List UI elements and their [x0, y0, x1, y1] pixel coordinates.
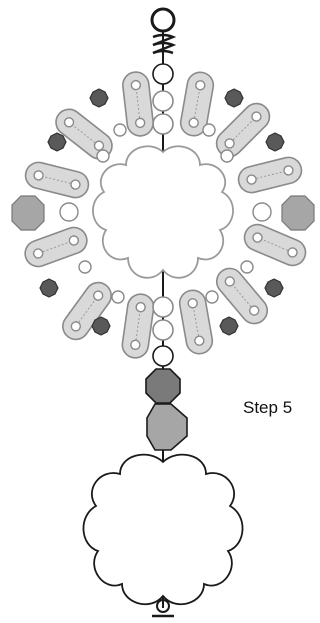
step-label: Step 5	[243, 398, 293, 417]
round-bead	[152, 90, 174, 112]
bottom-loop-icon	[156, 599, 170, 613]
bar-link	[235, 153, 305, 197]
pendant-octagon-small	[145, 368, 181, 404]
inner-seed-beads	[59, 123, 272, 304]
bar-link	[120, 69, 156, 139]
bar-link	[56, 276, 118, 346]
round-bead	[152, 319, 174, 341]
bar-link	[22, 158, 92, 202]
bar-link	[119, 291, 157, 361]
light-octagon-bead-right	[281, 195, 315, 231]
round-bead	[152, 113, 174, 135]
pendant-octagon-large	[146, 403, 188, 451]
bar-link	[210, 262, 274, 330]
wire-coil-icon	[152, 33, 177, 55]
top-loop-icon	[150, 7, 176, 33]
round-bead	[152, 345, 174, 367]
round-bead	[152, 63, 174, 85]
dark-octagon-beads	[39, 88, 285, 336]
round-bead	[152, 296, 174, 318]
pendant-flower-outline	[82, 453, 244, 606]
light-octagon-bead-left	[11, 195, 45, 231]
center-flower-outline	[92, 145, 234, 279]
bar-link	[210, 97, 276, 163]
